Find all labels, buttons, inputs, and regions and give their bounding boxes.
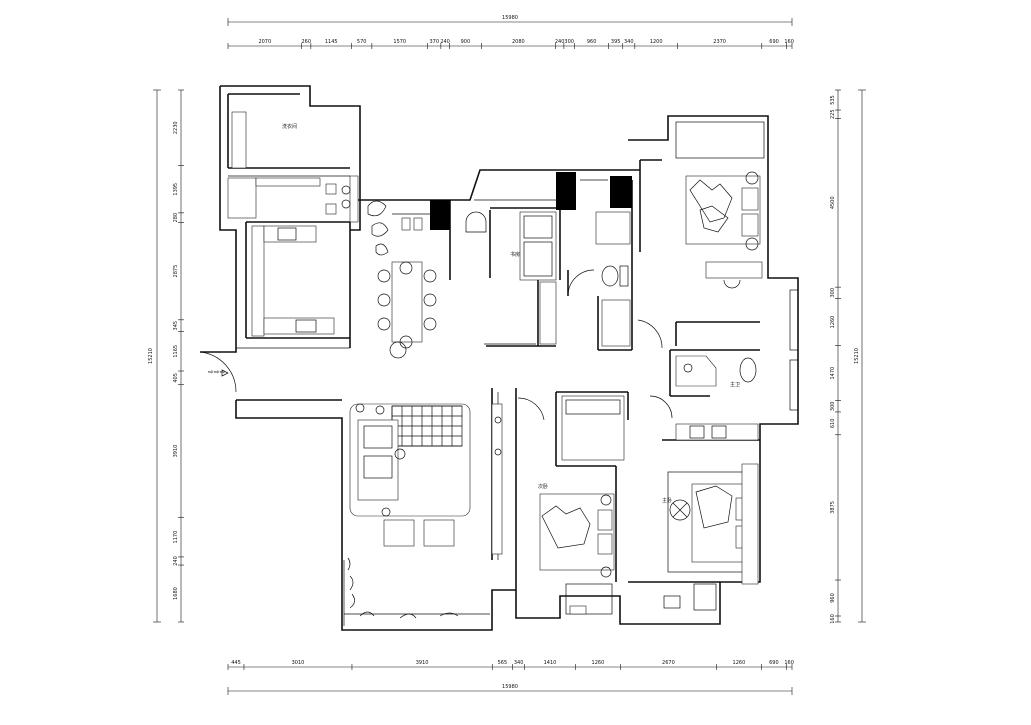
entry: ⇨⇨⇨: [208, 368, 229, 377]
bottom-dim-label: 160: [784, 660, 794, 666]
top-dim-label: 1200: [650, 39, 663, 45]
bottom-dim-label: 690: [769, 660, 779, 666]
top-dim-label: 240: [440, 39, 450, 45]
right-dim-label: 535: [830, 95, 836, 105]
left-dim-label: 405: [173, 373, 179, 383]
windows: [474, 179, 799, 411]
left-dim-label: 280: [173, 213, 179, 223]
bottom-dim-label: 2670: [662, 660, 675, 666]
top-dim-label: 240: [555, 39, 565, 45]
bottom-dimension-overall: 15980: [227, 684, 793, 695]
master-bedroom: [637, 121, 765, 349]
right-dim-label: 1260: [830, 316, 836, 329]
bottom-dim-label: 565: [498, 660, 508, 666]
top-dim-label: 1145: [325, 39, 338, 45]
bottom-overall-label: 15980: [502, 684, 518, 690]
bedroom-2: 次卧: [517, 395, 625, 578]
interior-walls: [227, 93, 760, 590]
right-dim-label: 225: [830, 109, 836, 119]
top-dim-label: 160: [784, 39, 794, 45]
dining-chair: [399, 261, 413, 275]
study-label: 书房: [510, 251, 520, 258]
dining-chair: [377, 317, 391, 331]
dining-chair: [423, 269, 437, 283]
dining-chair: [377, 269, 391, 283]
bottom-dim-label: 3010: [292, 660, 305, 666]
right-dim-label: 960: [830, 593, 836, 603]
top-dim-label: 370: [429, 39, 439, 45]
dining-chair: [423, 293, 437, 307]
top-dim-label: 300: [564, 39, 574, 45]
right-dim-label: 160: [830, 614, 836, 624]
top-dim-label: 340: [624, 39, 634, 45]
left-dim-label: 2230: [173, 121, 179, 134]
top-dim-label: 570: [357, 39, 367, 45]
laundry-label: 洗衣间: [282, 123, 297, 130]
bottom-dim-label: 1260: [733, 660, 746, 666]
top-dimension-overall: 15980: [227, 15, 793, 26]
left-dim-label: 3910: [173, 445, 179, 458]
dining-chair: [423, 317, 437, 331]
right-dim-label: 610: [830, 419, 836, 429]
study-room: 书房: [465, 211, 557, 345]
bottom-dimension-segments: 445 3010 3910 565 340 1410 1260 2670 1260 690 160: [227, 660, 794, 670]
kitchen: [227, 177, 337, 337]
bedroom2-label: 次卧: [538, 483, 548, 490]
bottom-dim-label: 340: [514, 660, 524, 666]
bottom-dim-label: 1260: [592, 660, 605, 666]
right-dim-label: 1470: [830, 367, 836, 380]
bottom-dim-label: 445: [231, 660, 241, 666]
left-dim-label: 1170: [173, 531, 179, 544]
laundry-room: 洗衣间: [231, 111, 359, 223]
left-dimension-segments: 2230 1395 280 2875 345 1165 405 3910 1170 240 1680: [173, 89, 184, 623]
right-dim-label: 300: [830, 402, 836, 412]
left-dim-label: 1165: [173, 345, 179, 358]
entry-arrow: ⇨⇨⇨: [208, 368, 226, 376]
left-dim-label: 1680: [173, 587, 179, 600]
dining-chair: [377, 293, 391, 307]
dining-area: [367, 200, 437, 359]
top-dim-label: 395: [611, 39, 621, 45]
left-dimension-overall: 15210: [148, 89, 161, 623]
left-dim-label: 345: [173, 321, 179, 331]
balcony-lower: [565, 583, 613, 615]
right-dimension-overall: 15210: [854, 89, 866, 623]
structural-columns: [430, 172, 632, 230]
top-dim-label: 960: [587, 39, 597, 45]
right-dimension-segments: 535 225 4500 300 1260 1470 300 610 3875 960 160: [830, 89, 841, 624]
master-bathroom: 主卫: [649, 355, 759, 441]
master-bath-label: 主卫: [730, 381, 740, 388]
top-dim-label: 260: [301, 39, 311, 45]
top-dim-label: 2370: [713, 39, 726, 45]
left-dim-label: 1395: [173, 183, 179, 196]
right-dim-label: 300: [830, 288, 836, 298]
top-dim-label: 900: [461, 39, 471, 45]
top-dim-label: 2080: [512, 39, 525, 45]
bottom-dim-label: 3910: [416, 660, 429, 666]
top-dim-label: 1570: [393, 39, 406, 45]
left-overall-label: 15210: [148, 348, 154, 364]
top-dim-label: 690: [769, 39, 779, 45]
guest-bathroom: [567, 211, 631, 347]
living-room: [343, 403, 503, 626]
exterior-walls: [199, 85, 799, 631]
bedroom3-label: 主卧: [662, 497, 672, 504]
top-overall-label: 15980: [502, 15, 518, 21]
right-overall-label: 15210: [854, 348, 860, 364]
bedroom-3: 主卧: [662, 463, 759, 611]
bottom-dim-label: 1410: [544, 660, 557, 666]
right-dim-label: 3875: [830, 501, 836, 514]
right-dim-label: 4500: [830, 196, 836, 209]
left-dim-label: 2875: [173, 265, 179, 278]
top-dim-label: 2070: [258, 39, 271, 45]
left-dim-label: 240: [173, 556, 179, 566]
